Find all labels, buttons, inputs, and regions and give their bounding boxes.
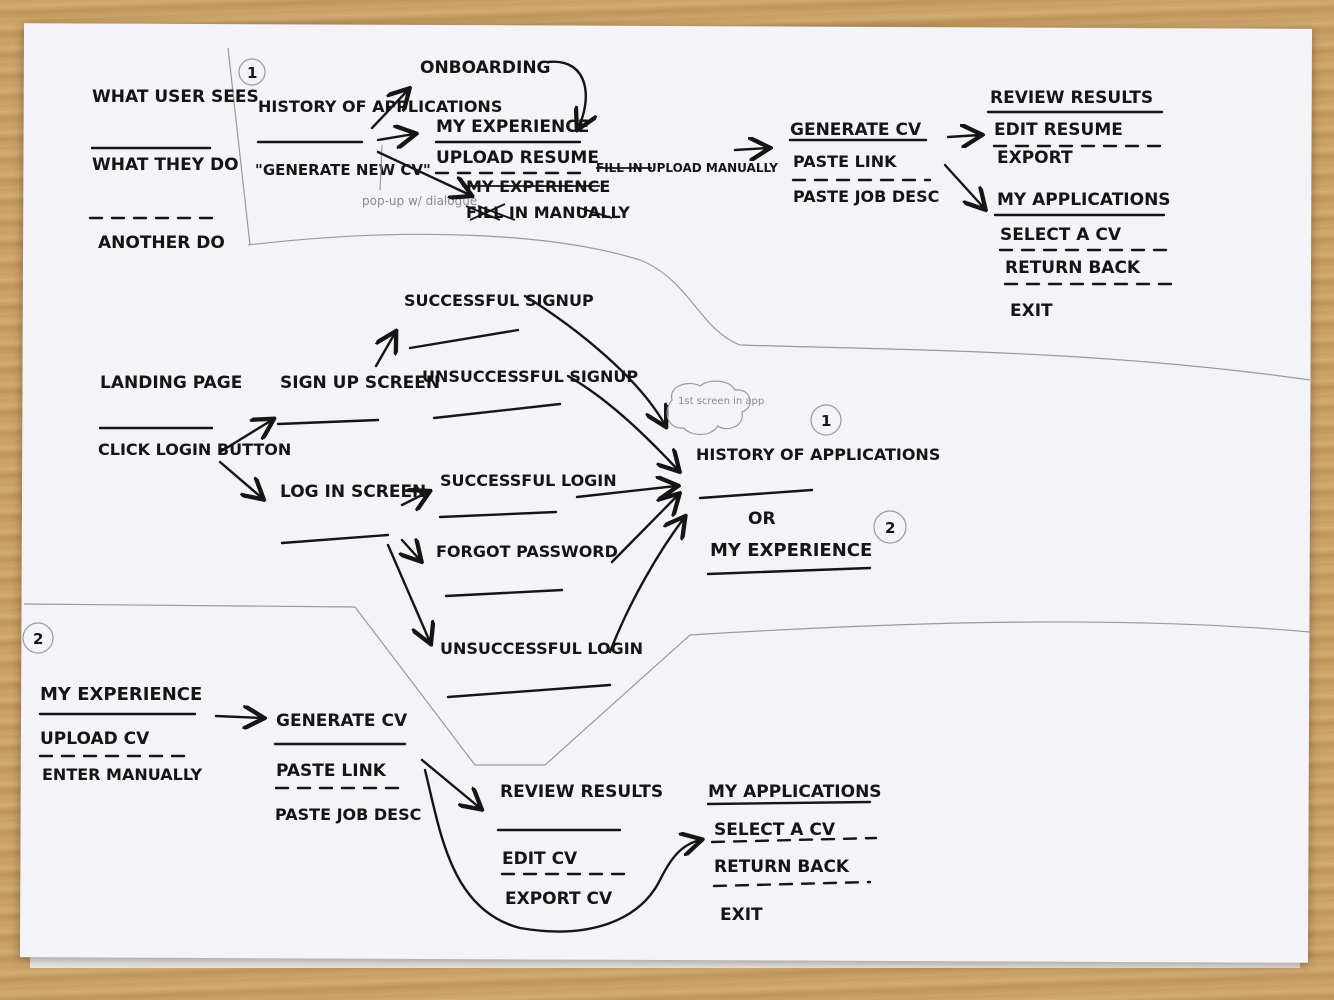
forgot-password-label: FORGOT PASSWORD <box>436 542 618 561</box>
signup-screen-label: SIGN UP SCREEN <box>280 373 440 393</box>
paste-job-desc-2: PASTE JOB DESC <box>275 805 421 824</box>
return-back-1: RETURN BACK <box>1005 258 1141 278</box>
upload-cv-2: UPLOAD CV <box>40 729 150 749</box>
crossed-fill-in-manually: FILL IN MANUALLY <box>466 203 630 222</box>
or-label: OR <box>748 509 776 529</box>
generate-cv-2: GENERATE CV <box>276 711 408 731</box>
successful-login-label: SUCCESSFUL LOGIN <box>440 471 617 490</box>
my-applications-2: MY APPLICATIONS <box>708 782 882 802</box>
return-back-2: RETURN BACK <box>714 857 850 877</box>
history-of-applications-target: HISTORY OF APPLICATIONS <box>696 445 940 464</box>
first-screen-note: 1st screen in app <box>678 396 764 407</box>
popup-note: pop-up w/ dialogue <box>362 194 477 208</box>
section-dividers <box>23 47 1311 766</box>
marker-2: 2 <box>885 519 895 537</box>
legend-what-they-do: WHAT THEY DO <box>92 155 239 175</box>
my-experience-target: MY EXPERIENCE <box>710 540 872 561</box>
login-screen-label: LOG IN SCREEN <box>280 482 426 502</box>
flow-2-marker: 2 <box>33 630 43 648</box>
unsuccessful-login-label: UNSUCCESSFUL LOGIN <box>440 639 643 658</box>
legend-what-user-sees: WHAT USER SEES <box>92 87 259 107</box>
export-1: EXPORT <box>997 148 1073 168</box>
exit-2: EXIT <box>720 905 763 925</box>
enter-manually-2: ENTER MANUALLY <box>42 765 203 784</box>
unsuccessful-signup-label: UNSUCCESSFUL SIGNUP <box>422 367 638 386</box>
successful-signup-label: SUCCESSFUL SIGNUP <box>404 291 594 310</box>
edit-cv-2: EDIT CV <box>502 849 578 869</box>
flow-1-marker: 1 <box>247 64 257 82</box>
onboarding-label: ONBOARDING <box>420 58 551 78</box>
landing-page-label: LANDING PAGE <box>100 373 242 393</box>
click-login-button-label: CLICK LOGIN BUTTON <box>98 440 291 459</box>
review-results-1: REVIEW RESULTS <box>990 88 1153 108</box>
paste-link-1: PASTE LINK <box>793 152 897 171</box>
my-applications-1: MY APPLICATIONS <box>997 190 1171 210</box>
select-cv-1: SELECT A CV <box>1000 225 1122 245</box>
legend: WHAT USER SEES WHAT THEY DO ANOTHER DO <box>88 87 259 253</box>
generate-new-cv-label: "GENERATE NEW CV" <box>255 161 431 179</box>
my-experience-1: MY EXPERIENCE <box>436 117 589 137</box>
my-experience-2: MY EXPERIENCE <box>40 684 202 705</box>
auth-flow: LANDING PAGE CLICK LOGIN BUTTON SIGN UP … <box>98 291 940 699</box>
upload-resume-1: UPLOAD RESUME <box>436 148 599 168</box>
export-cv-2: EXPORT CV <box>505 889 613 909</box>
flow-2: 2 MY EXPERIENCE UPLOAD CV ENTER MANUALLY… <box>22 622 882 933</box>
legend-another-do: ANOTHER DO <box>98 233 225 253</box>
marker-1: 1 <box>821 412 831 430</box>
edit-resume-1: EDIT RESUME <box>994 120 1123 140</box>
fill-in-manually-1: FILL IN UPLOAD MANUALLY <box>596 161 778 175</box>
generate-cv-1: GENERATE CV <box>790 120 922 140</box>
paste-job-desc-1: PASTE JOB DESC <box>793 187 939 206</box>
review-results-2: REVIEW RESULTS <box>500 782 663 802</box>
history-of-applications-1: HISTORY OF APPLICATIONS <box>258 97 502 116</box>
paste-link-2: PASTE LINK <box>276 761 387 781</box>
flow-1: 1 HISTORY OF APPLICATIONS "GENERATE NEW … <box>238 58 1177 321</box>
exit-1: EXIT <box>1010 301 1053 321</box>
select-cv-2: SELECT A CV <box>714 820 836 840</box>
